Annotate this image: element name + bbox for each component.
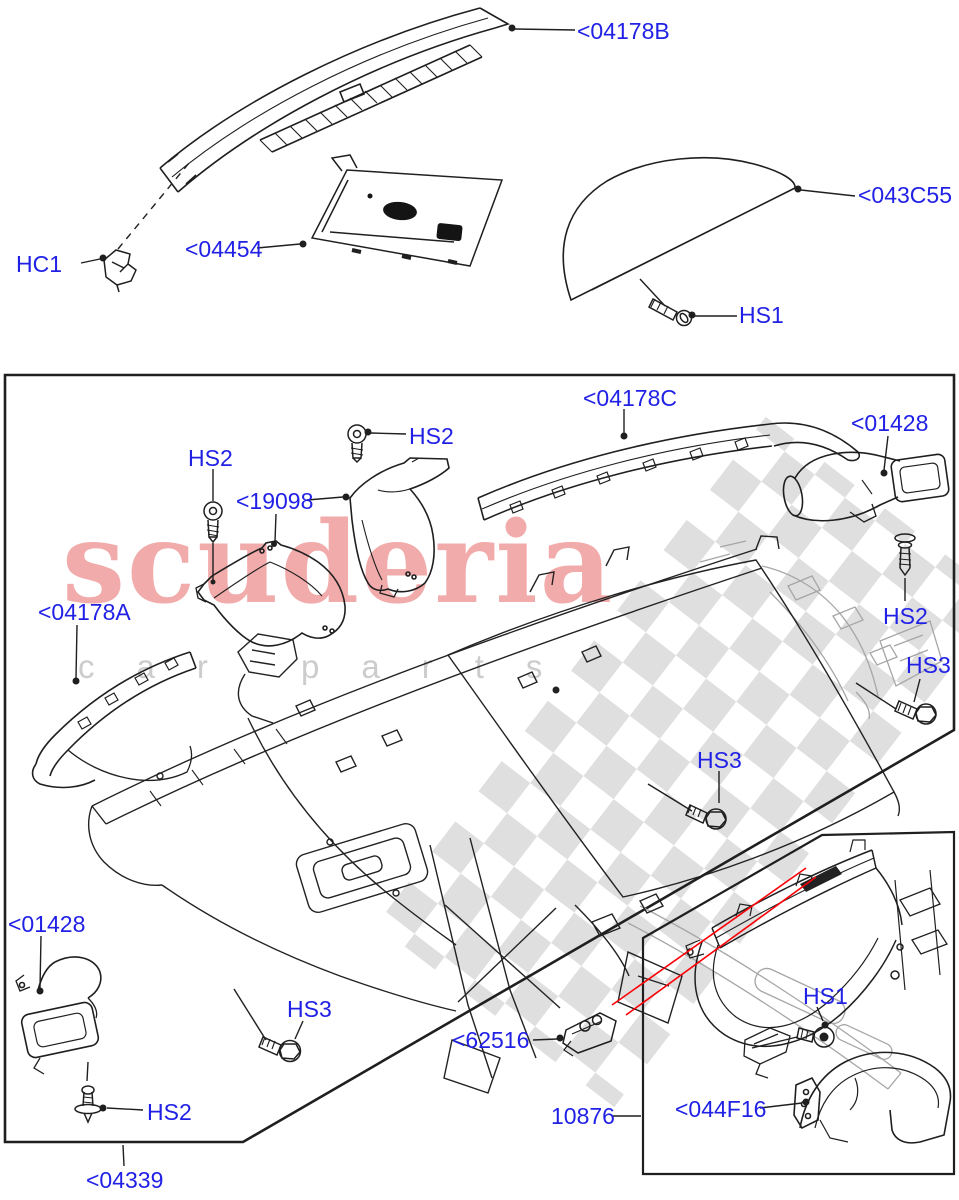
part-label-hs2-bottom: HS2 [147, 1099, 192, 1125]
p043C55-leader [794, 185, 856, 197]
part-label-04178c: <04178C [583, 385, 677, 411]
part-label-043c55: <043C55 [858, 182, 952, 208]
p62516-leader [532, 1034, 564, 1042]
hs1-top-leader [639, 278, 737, 319]
trim-strip-a-part [31, 651, 197, 789]
p04178B-leader [508, 24, 576, 32]
part-label-10876: 10876 [551, 1103, 615, 1129]
p044F16-leader [759, 1098, 810, 1109]
part-label-04339: <04339 [86, 1167, 164, 1193]
p04178A-leader [72, 624, 80, 685]
bezel-frame-part [694, 867, 948, 1079]
hs1-inner-leader [751, 1006, 829, 1049]
watermark-brand: scuderia [62, 498, 615, 629]
trim-strip-c-part [477, 422, 861, 521]
striker-part [562, 1012, 617, 1057]
defroster-grille-part [159, 7, 511, 193]
red-pointer-lines [611, 867, 817, 1016]
part-label-19098: <19098 [236, 488, 314, 514]
hs2-top-screw [347, 424, 367, 464]
hs2-right-pin [894, 533, 916, 577]
hs1-top-screw [648, 297, 693, 327]
hs3-mid-leader [647, 771, 720, 812]
hs2-left-screw [203, 501, 223, 544]
binnacle-pad-part [562, 157, 796, 302]
brace-right-part [349, 457, 450, 598]
part-label-hs3-right: HS3 [906, 652, 951, 678]
hs3-bottom-leader [233, 988, 304, 1041]
demister-duct-right-part [782, 451, 950, 523]
part-label-044f16: <044F16 [675, 1096, 767, 1122]
part-label-hs2-right: HS2 [883, 603, 928, 629]
part-label-04454: <04454 [185, 236, 263, 262]
part-label-01428-left: <01428 [8, 911, 86, 937]
p04178C-leader [620, 409, 628, 440]
p01428-right-leader [880, 435, 889, 477]
p04454-leader [256, 240, 307, 249]
part-label-01428-right: <01428 [851, 410, 929, 436]
hs2-bottom-screw [74, 1085, 102, 1124]
hc1-leader [80, 162, 190, 264]
hs1-inner-screw [796, 1026, 835, 1048]
lower-trim-part [793, 1051, 952, 1144]
brace-left-part [195, 540, 346, 647]
demister-duct-left-part [15, 956, 102, 1075]
hs2-top-leader [364, 428, 407, 436]
part-label-04178b: <04178B [577, 18, 670, 44]
part-label-62516: <62516 [452, 1027, 530, 1053]
hs3-mid-bolt [685, 803, 727, 830]
part-label-hs3-bottom: HS3 [287, 996, 332, 1022]
hs3-bottom-bolt [258, 1035, 302, 1063]
hs2-left-leader [210, 469, 216, 585]
outer-panel-box [3, 373, 956, 1144]
hc1-clip-part [103, 249, 137, 293]
part-label-04178a: <04178A [38, 599, 131, 625]
p19098-leaders [271, 493, 350, 547]
inner-subassembly-box [641, 830, 956, 1176]
part-label-hs1-top: HS1 [739, 302, 784, 328]
speaker-panel-part [310, 154, 504, 267]
part-label-hc1: HC1 [16, 251, 63, 277]
instrument-panel-light-detail [627, 540, 943, 1090]
hs2-bottom-leader [86, 1061, 144, 1112]
part-label-hs2-left: HS2 [188, 445, 233, 471]
part-label-hs1-inner: HS1 [803, 983, 848, 1009]
p01428-left-leader [36, 935, 44, 995]
part-label-hs2-top: HS2 [409, 423, 454, 449]
checkered-flag-watermark [376, 416, 959, 1108]
p04339-leader [122, 1144, 125, 1167]
hs3-right-bolt [894, 699, 937, 725]
part-label-hs3-mid: HS3 [697, 747, 742, 773]
hs3-right-leader [855, 678, 921, 710]
instrument-panel-part [88, 535, 901, 1094]
